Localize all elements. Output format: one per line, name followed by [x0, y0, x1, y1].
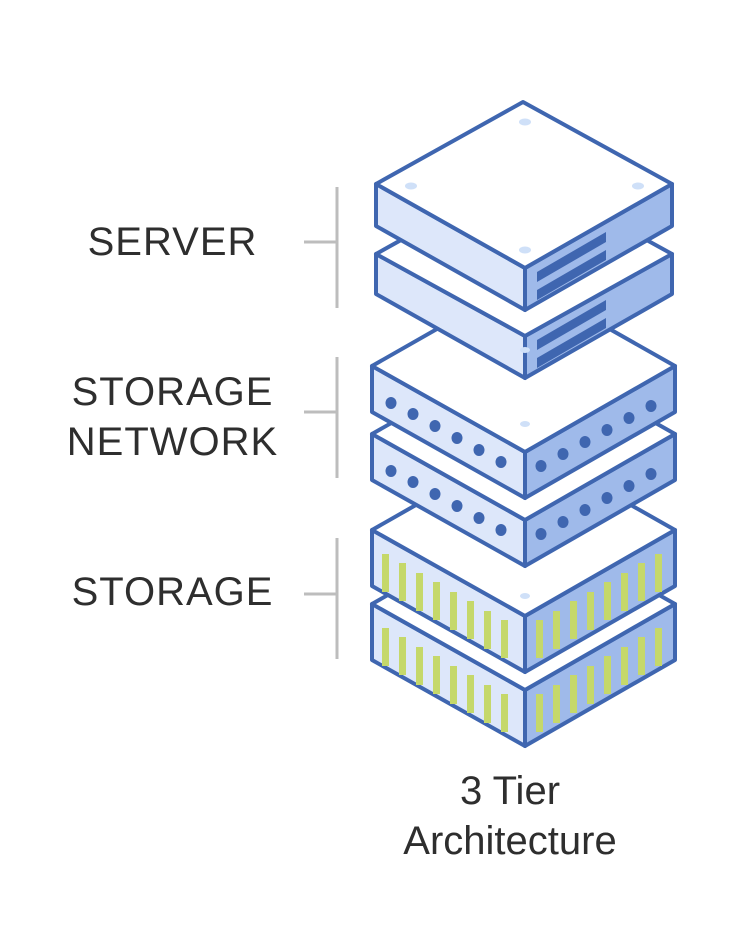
caption-line: 3 Tier	[459, 769, 561, 813]
server-unit-upper	[374, 100, 674, 312]
label-line: STORAGE	[71, 370, 274, 414]
label-storage-network: STORAGE NETWORK	[40, 367, 305, 467]
label-storage: STORAGE	[40, 567, 305, 617]
caption-line: Architecture	[403, 819, 617, 863]
label-line: NETWORK	[66, 420, 279, 464]
tier-brackets	[304, 187, 339, 659]
storage-drive-bays-right	[536, 628, 662, 732]
label-line: STORAGE	[71, 570, 274, 614]
label-server: SERVER	[40, 217, 305, 267]
network-ports	[385, 465, 657, 540]
server-vent-slots	[537, 300, 606, 368]
diagram-caption: 3 Tier Architecture	[360, 766, 660, 866]
server-top-screws	[405, 118, 644, 254]
storage-drive-bays-left	[382, 628, 508, 732]
label-line: SERVER	[87, 220, 258, 264]
